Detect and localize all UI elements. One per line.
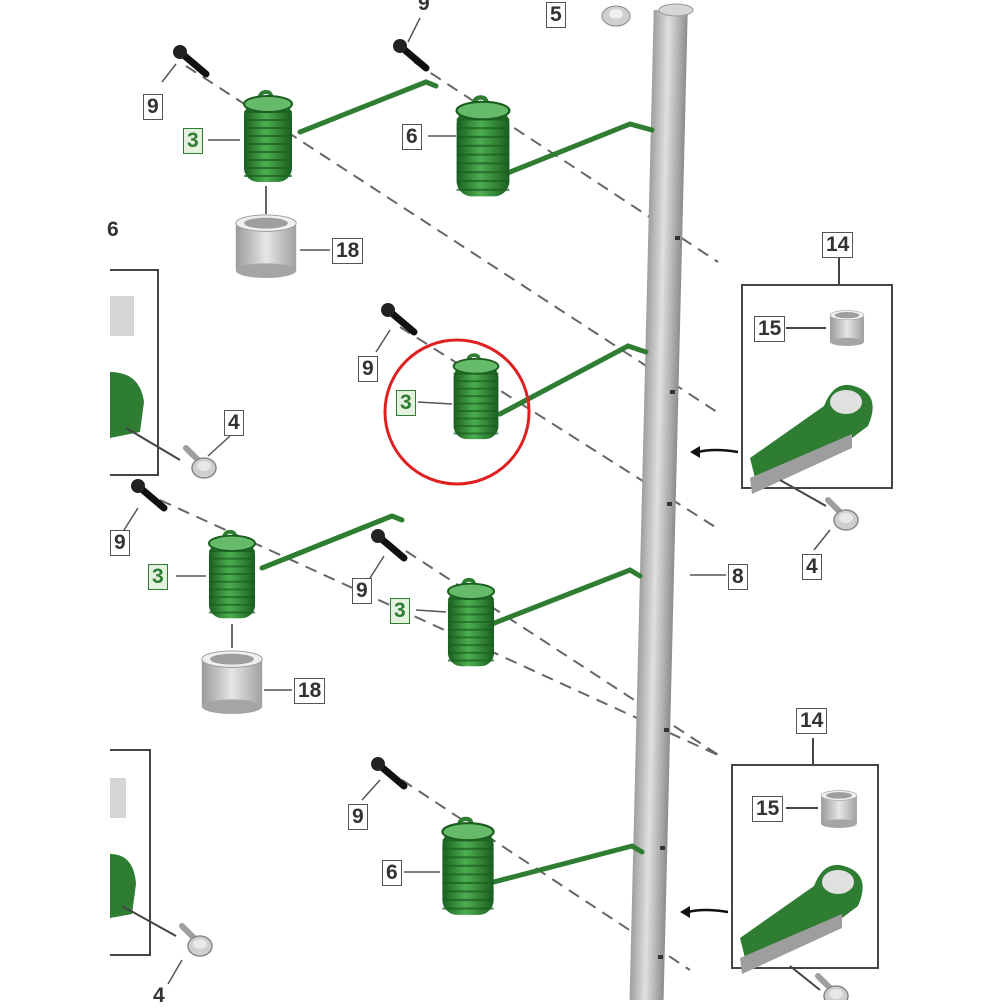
nut-part-5: [601, 5, 631, 27]
callout-6-left-partial: 6: [107, 218, 119, 241]
callout-5: 5: [546, 2, 566, 28]
callout-3-top: 3: [183, 128, 203, 154]
assembly-part-14-lower: [680, 738, 879, 991]
callout-15-lower: 15: [752, 796, 784, 822]
shaft-part-8: [629, 3, 694, 1000]
callout-14-upper: 14: [822, 232, 854, 258]
callout-4-left: 4: [224, 410, 244, 436]
highlight-circle: [383, 338, 531, 486]
spring-part-6-top: [457, 97, 510, 196]
spring-part-6-bottom: [442, 819, 493, 915]
callout-6-bottom: 6: [382, 860, 402, 886]
callout-9-bottom: 9: [348, 804, 368, 830]
callout-9-top-right: 9: [418, 0, 430, 15]
callout-3-left: 3: [148, 564, 168, 590]
callout-18-bottom: 18: [294, 678, 326, 704]
assembly-box-left-partial: [110, 269, 181, 956]
spring-part-3-left: [209, 532, 255, 618]
callout-15-upper: 15: [754, 316, 786, 342]
callout-9-top-left: 9: [143, 94, 163, 120]
callout-9-left: 9: [110, 530, 130, 556]
callout-6-top: 6: [402, 124, 422, 150]
callout-9-middle: 9: [358, 356, 378, 382]
callout-3-lower: 3: [390, 598, 410, 624]
callout-9-center: 9: [352, 578, 372, 604]
callout-18-top: 18: [332, 238, 364, 264]
spring-part-3-top: [244, 92, 292, 182]
assembly-part-14-upper: [690, 258, 893, 507]
bushing-part-18: [201, 186, 297, 715]
callout-leaders: [123, 17, 831, 985]
spring-part-3-lower: [446, 577, 496, 669]
callout-3-highlighted: 3: [396, 390, 416, 416]
callout-14-lower: 14: [796, 708, 828, 734]
spring-legs: [259, 79, 655, 887]
spring-part-3-middle: [451, 353, 501, 441]
callout-4-bottom-partial: 4: [153, 984, 165, 1007]
callout-8: 8: [728, 564, 748, 590]
callout-4-right: 4: [802, 554, 822, 580]
